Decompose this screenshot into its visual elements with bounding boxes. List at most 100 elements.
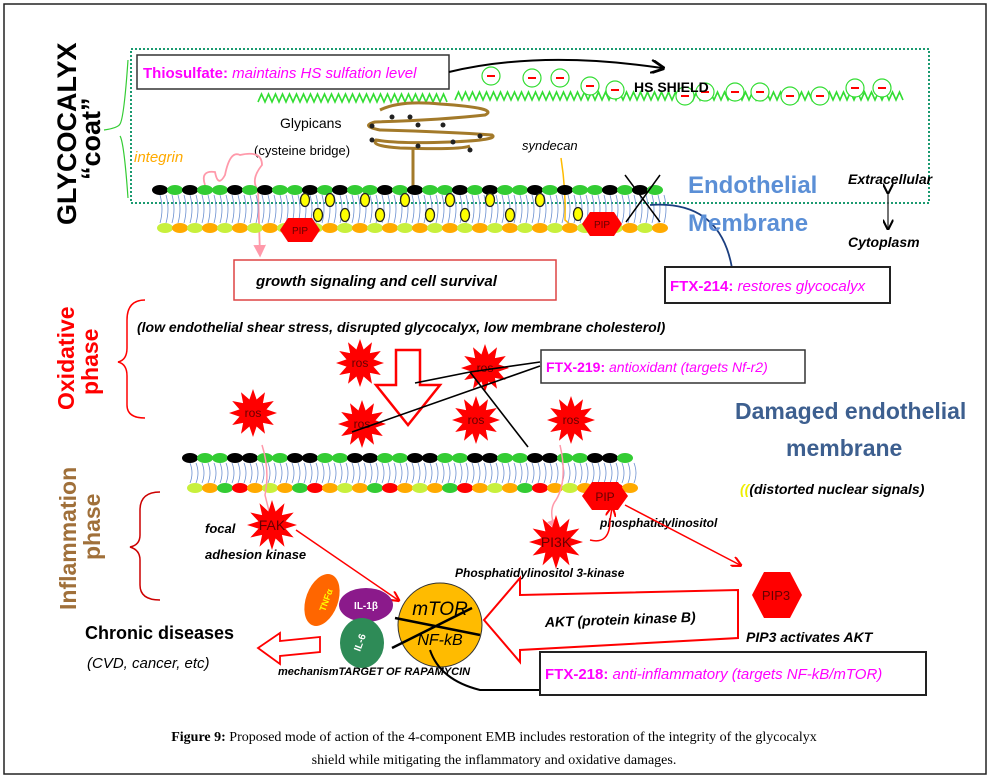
svg-text:PIP3: PIP3: [762, 588, 790, 603]
fak-star: [247, 500, 297, 550]
ros-label: ros: [245, 406, 262, 420]
pip-hexagon-2: PIP: [582, 212, 622, 236]
ftx214-text: FTX-214: restores glycocalyx: [670, 278, 866, 295]
lipid-head: [547, 483, 563, 493]
glypican-bridges: [369, 114, 483, 153]
lipid-head: [352, 483, 368, 493]
lipid-head: [457, 483, 473, 493]
lipid-head: [397, 483, 413, 493]
ros-star: ros: [547, 396, 595, 444]
ftx214-box: [664, 266, 891, 304]
oxidative-brace: [117, 299, 146, 419]
growth-signaling-box: [233, 259, 557, 301]
cholesterol: [444, 192, 456, 208]
lipid-head: [652, 223, 668, 233]
hs-shield-label: HS SHIELD: [634, 79, 709, 95]
mtor-label: mTOR: [412, 599, 468, 620]
star-shape: [529, 515, 583, 569]
membrane-label: Membrane: [688, 210, 808, 237]
lipid-head: [572, 185, 588, 195]
lipid-head: [472, 483, 488, 493]
lipid-head: [532, 483, 548, 493]
figure-caption-line-1: Figure 9: Proposed mode of action of the…: [171, 730, 817, 745]
lipid-head: [367, 223, 383, 233]
lipid-head: [622, 483, 638, 493]
negative-charge: [605, 80, 625, 100]
pip-to-pip3-arrow: [624, 504, 740, 565]
negative-charge: [872, 78, 892, 98]
lipid-head: [182, 185, 198, 195]
negative-charge: [695, 82, 715, 102]
lipid-head: [322, 483, 338, 493]
lipid-head: [217, 223, 233, 233]
inflammation-title: Inflammation: [55, 467, 81, 610]
ros-star: ros: [336, 339, 384, 387]
lipid-head: [572, 453, 588, 463]
integrin-protein: [202, 152, 266, 258]
cholesterol: [299, 192, 311, 208]
lipid-head: [527, 453, 543, 463]
pi3k-star: [529, 515, 583, 569]
focal-label: focal: [205, 521, 236, 536]
ros-star: ros: [229, 389, 277, 437]
coat-label: “coat”: [76, 97, 106, 180]
glycocalyx-brace: [103, 59, 129, 199]
lipid-head: [197, 185, 213, 195]
lipid-head: [247, 223, 263, 233]
lipid-head: [542, 185, 558, 195]
oxidative-conditions: (low endothelial shear stress, disrupted…: [137, 319, 666, 335]
lipid-head: [242, 453, 258, 463]
lipid-head: [302, 453, 318, 463]
cholesterol: [534, 192, 546, 208]
lipid-head: [557, 453, 573, 463]
lipid-head: [427, 483, 443, 493]
lipid-head: [382, 223, 398, 233]
lipid-head: [212, 185, 228, 195]
ros-star: ros: [461, 344, 509, 392]
lipid-head: [152, 185, 168, 195]
lipid-head: [202, 483, 218, 493]
lipid-head: [227, 185, 243, 195]
negative-charge: [810, 86, 830, 106]
pip-hexagon-3: PIP: [582, 482, 628, 510]
lipid-head: [322, 223, 338, 233]
thiosulfate-box: [136, 54, 450, 90]
cytoplasm-label: Cytoplasm: [848, 234, 920, 250]
negative-charge: [845, 78, 865, 98]
lipid-head: [502, 483, 518, 493]
lipid-head: [167, 185, 183, 195]
cholesterol: [359, 192, 371, 208]
lipid-head: [187, 223, 203, 233]
lipid-head: [517, 223, 533, 233]
lipid-head: [202, 223, 218, 233]
extracellular-label: Extracellular: [848, 171, 934, 187]
glypican-coil: [367, 101, 495, 190]
lipid-head: [412, 223, 428, 233]
svg-text:PIP: PIP: [292, 226, 308, 237]
ros-label: ros: [563, 413, 580, 427]
negative-charge: [750, 82, 770, 102]
adhesion-kinase-label: adhesion kinase: [205, 547, 306, 562]
endothelial-label: Endothelial: [688, 172, 817, 199]
negative-charge: [580, 76, 600, 96]
glycocalyx-title: GLYCOCALYX: [52, 42, 82, 225]
lipid-head: [602, 453, 618, 463]
lipid-tails: [159, 194, 667, 224]
lipid-head: [517, 483, 533, 493]
ftx219-box: [540, 349, 806, 384]
endothelial-membrane: [152, 185, 668, 233]
lipid-head: [262, 223, 278, 233]
negative-charge: [675, 86, 695, 106]
hs-negative-charges: [481, 66, 892, 106]
lipid-head: [557, 185, 573, 195]
negative-charge: [522, 68, 542, 88]
cholesterol: [312, 207, 324, 223]
lipid-head: [407, 185, 423, 195]
ftx214-connector: [649, 203, 733, 269]
glypicans-label: Glypicans: [280, 115, 341, 131]
star-shape: [336, 339, 384, 387]
ftx218-box: [539, 651, 927, 696]
oxidative-phase-label: phase: [77, 329, 103, 395]
lipid-head: [392, 453, 408, 463]
